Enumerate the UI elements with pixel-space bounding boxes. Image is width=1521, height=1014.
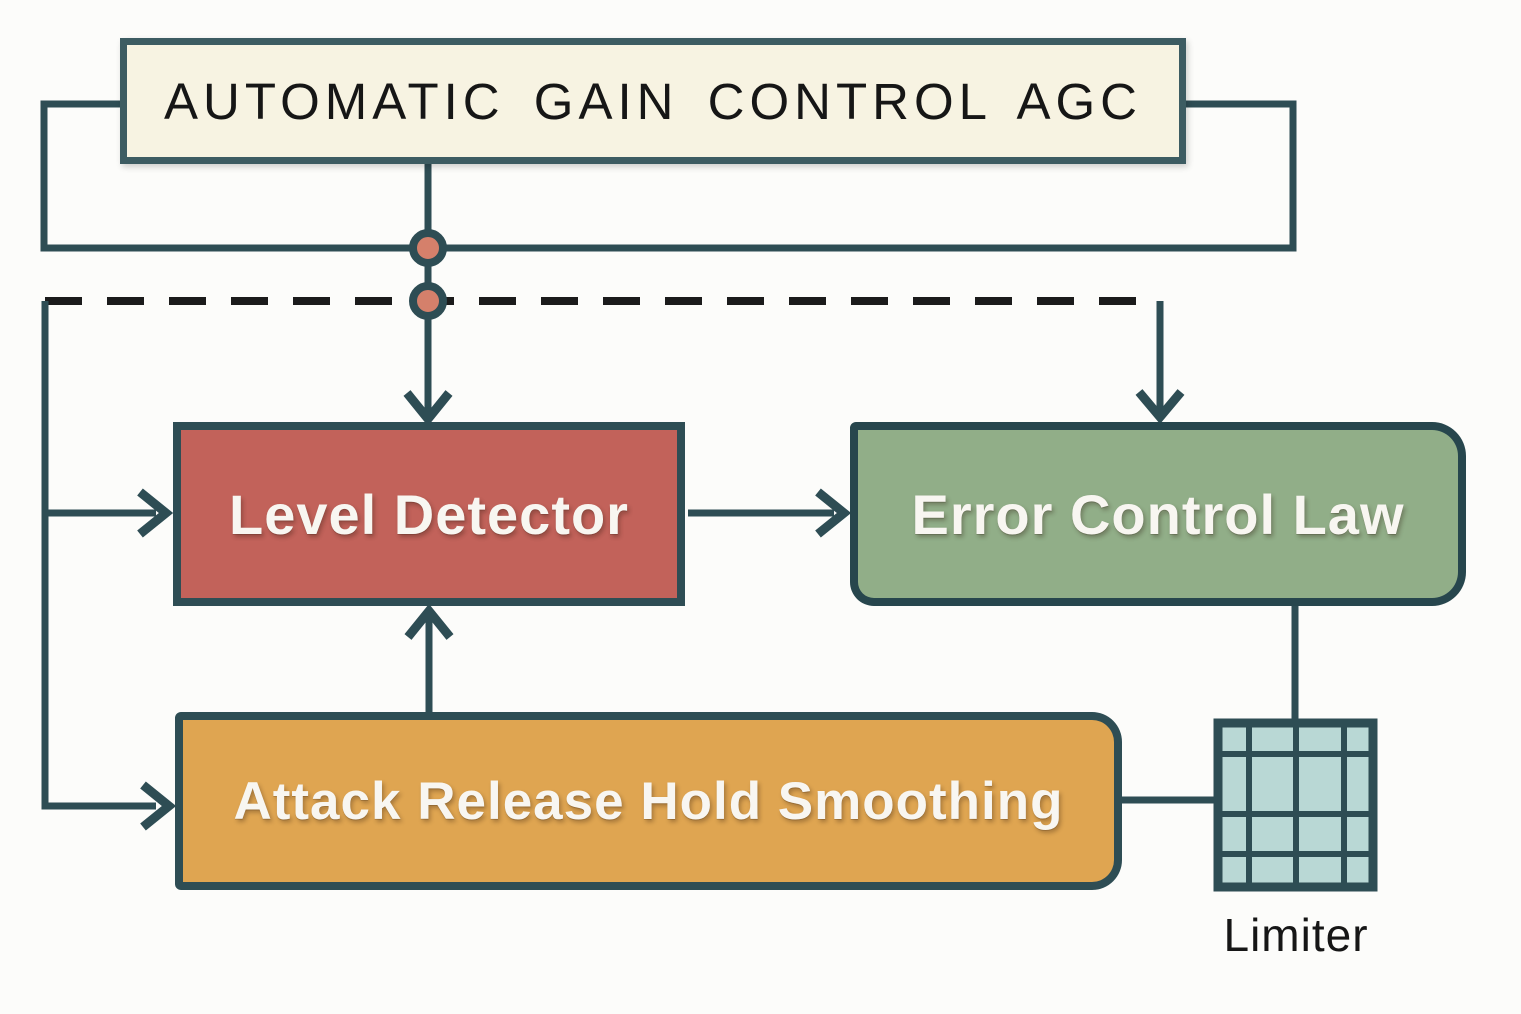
arrowhead-into-level-left xyxy=(137,488,174,538)
level-detector-label: Level Detector xyxy=(229,482,629,546)
left-feed-line xyxy=(41,301,156,810)
node-level-detector: Level Detector xyxy=(173,422,685,606)
arrowhead-into-level-bottom xyxy=(404,603,454,640)
limiter-grid-icon xyxy=(1213,718,1378,892)
arrowhead-into-level-top xyxy=(403,390,453,427)
arrowhead-into-ecl-top xyxy=(1135,389,1185,424)
feedback-loop-line xyxy=(40,100,1297,252)
arrowhead-into-arhs-left xyxy=(140,781,177,831)
junction-dot-dashed xyxy=(409,282,447,320)
node-attack-release-hold-smoothing: Attack Release Hold Smoothing xyxy=(175,712,1122,890)
title-label: AUTOMATIC GAIN CONTROL AGC xyxy=(164,72,1142,130)
limiter-label: Limiter xyxy=(1223,909,1369,961)
junction-dot-feedback xyxy=(409,229,447,267)
error-control-law-label: Error Control Law xyxy=(911,482,1405,546)
arrowhead-into-ecl-left xyxy=(815,488,852,538)
node-error-control-law: Error Control Law xyxy=(850,422,1466,606)
attack-release-hold-smoothing-label: Attack Release Hold Smoothing xyxy=(233,771,1064,831)
title-box-agc: AUTOMATIC GAIN CONTROL AGC xyxy=(120,38,1186,164)
